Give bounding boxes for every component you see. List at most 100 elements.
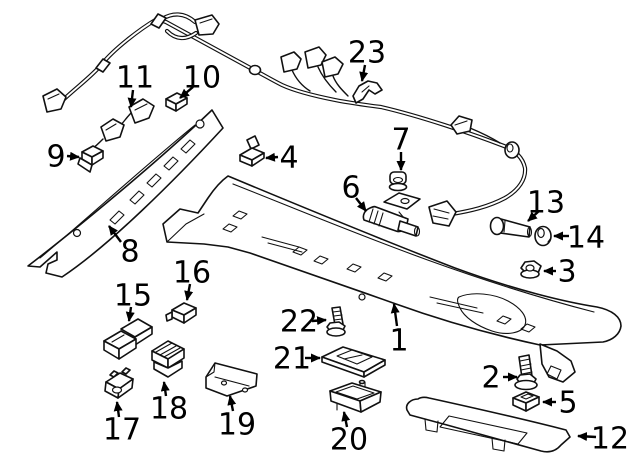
callout-19-arrow (227, 395, 237, 412)
pin-13 (489, 216, 533, 238)
callout-13-arrow (527, 210, 540, 222)
callout-20-label: 20 (330, 423, 368, 458)
callout-15-arrow (125, 306, 135, 322)
callout-18[interactable]: 18 (150, 381, 188, 427)
sensor-6 (362, 192, 421, 237)
callout-1[interactable]: 1 (389, 303, 409, 359)
callout-11-label: 11 (116, 61, 154, 96)
callout-3[interactable]: 3 (543, 255, 577, 290)
callout-18-arrow (160, 381, 170, 397)
callout-11[interactable]: 11 (116, 61, 154, 108)
harness-bead (150, 13, 167, 29)
callout-21[interactable]: 21 (273, 342, 321, 377)
nut-3 (520, 260, 542, 279)
clip-9 (77, 145, 104, 173)
grommet-7 (388, 171, 408, 192)
callout-13[interactable]: 13 (527, 186, 565, 222)
callout-12[interactable]: 12 (577, 422, 629, 457)
screw-2 (514, 354, 538, 391)
callout-16-label: 16 (173, 256, 211, 291)
callout-19-label: 19 (218, 408, 256, 443)
callout-1-arrow (390, 303, 400, 327)
clip-15 (103, 318, 153, 360)
harness-connector (280, 51, 302, 73)
callout-9[interactable]: 9 (46, 140, 80, 175)
callout-4[interactable]: 4 (265, 141, 299, 176)
bracket-4 (239, 135, 265, 167)
pigtail-11 (91, 98, 155, 150)
nut-14 (534, 225, 552, 247)
callout-17[interactable]: 17 (103, 401, 141, 448)
clip-5 (512, 391, 540, 412)
harness-connector (304, 46, 327, 69)
callout-3-label: 3 (557, 255, 576, 290)
callout-12-label: 12 (591, 422, 629, 457)
pigtail-connector-a (100, 118, 125, 142)
harness-plug-top (194, 14, 220, 36)
panel-flap (539, 343, 576, 383)
harness-connector (321, 56, 344, 78)
callout-6-label: 6 (341, 171, 360, 206)
panel-body (162, 175, 622, 346)
pillar-trim-8 (27, 109, 224, 278)
callout-21-label: 21 (273, 342, 311, 377)
callout-22[interactable]: 22 (280, 305, 327, 340)
callout-15[interactable]: 15 (114, 279, 152, 322)
harness-grommet (504, 141, 520, 159)
callout-16-arrow (184, 283, 194, 301)
callout-20[interactable]: 20 (330, 411, 368, 458)
harness-bead (248, 64, 262, 76)
callout-6[interactable]: 6 (341, 171, 367, 212)
callout-10-arrow (179, 86, 194, 99)
header-trim-panel-1 (162, 175, 622, 383)
callout-9-arrow (66, 151, 80, 161)
callout-8-label: 8 (120, 235, 139, 270)
callout-6-arrow (355, 197, 367, 212)
callout-14[interactable]: 14 (553, 221, 605, 256)
callout-22-label: 22 (280, 305, 318, 340)
sunshade-12 (405, 396, 571, 453)
callout-7-label: 7 (391, 123, 410, 158)
harness-clip-23 (352, 80, 383, 104)
callout-16[interactable]: 16 (173, 256, 211, 301)
callout-8[interactable]: 8 (108, 225, 140, 270)
callout-2[interactable]: 2 (481, 361, 518, 396)
clip-18 (151, 340, 185, 378)
screw-22 (326, 306, 346, 337)
callout-17-arrow (113, 401, 123, 418)
harness-plug-right (450, 115, 473, 135)
callout-5-label: 5 (558, 386, 577, 421)
callout-8-arrow (108, 225, 122, 243)
bracket-19 (205, 362, 258, 397)
harness-connector-end (428, 200, 457, 227)
callout-10[interactable]: 10 (179, 61, 221, 99)
callout-23-arrow (359, 64, 369, 82)
pigtail-connector-b (128, 98, 155, 124)
callout-15-label: 15 (114, 279, 152, 314)
clip-16 (165, 302, 197, 324)
callout-9-label: 9 (46, 140, 65, 175)
callout-7[interactable]: 7 (391, 123, 411, 171)
callout-2-label: 2 (481, 361, 500, 396)
callout-14-label: 14 (567, 221, 605, 256)
callout-5[interactable]: 5 (542, 386, 578, 421)
callout-17-label: 17 (103, 413, 141, 448)
lens-21 (321, 346, 386, 378)
callout-11-arrow (127, 89, 137, 108)
clip-17 (104, 367, 134, 399)
callout-1-label: 1 (389, 324, 408, 359)
harness-connector-left (42, 88, 67, 113)
callout-19[interactable]: 19 (218, 395, 256, 443)
harness-bead (95, 58, 111, 73)
callout-20-arrow (341, 411, 351, 428)
callout-23-label: 23 (348, 36, 386, 71)
wiring-harness (42, 12, 528, 227)
callout-4-label: 4 (279, 141, 298, 176)
callout-23[interactable]: 23 (348, 36, 386, 82)
callout-10-label: 10 (183, 61, 221, 96)
callout-18-label: 18 (150, 392, 188, 427)
callout-12-arrow (577, 432, 597, 441)
